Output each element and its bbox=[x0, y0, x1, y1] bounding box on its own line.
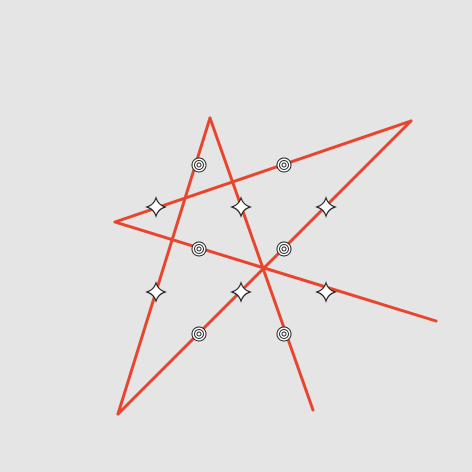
spiral-icon[interactable] bbox=[191, 157, 207, 173]
segment-1 bbox=[208, 116, 315, 412]
star-path bbox=[113, 116, 438, 416]
sparkle-icon[interactable] bbox=[230, 196, 252, 218]
spiral-icon[interactable] bbox=[191, 326, 207, 342]
spiral-icon[interactable] bbox=[191, 241, 207, 257]
segment-2 bbox=[113, 220, 438, 323]
spiral-icon[interactable] bbox=[276, 326, 292, 342]
sparkle-icon[interactable] bbox=[145, 196, 167, 218]
segment-4 bbox=[116, 119, 413, 416]
spiral-icon[interactable] bbox=[276, 241, 292, 257]
sparkle-icon[interactable] bbox=[230, 281, 252, 303]
sparkle-icon[interactable] bbox=[145, 281, 167, 303]
segment-3 bbox=[113, 119, 413, 224]
sparkle-icon[interactable] bbox=[315, 196, 337, 218]
marker-layer bbox=[145, 157, 337, 342]
sparkle-icon[interactable] bbox=[315, 281, 337, 303]
spiral-icon[interactable] bbox=[276, 157, 292, 173]
